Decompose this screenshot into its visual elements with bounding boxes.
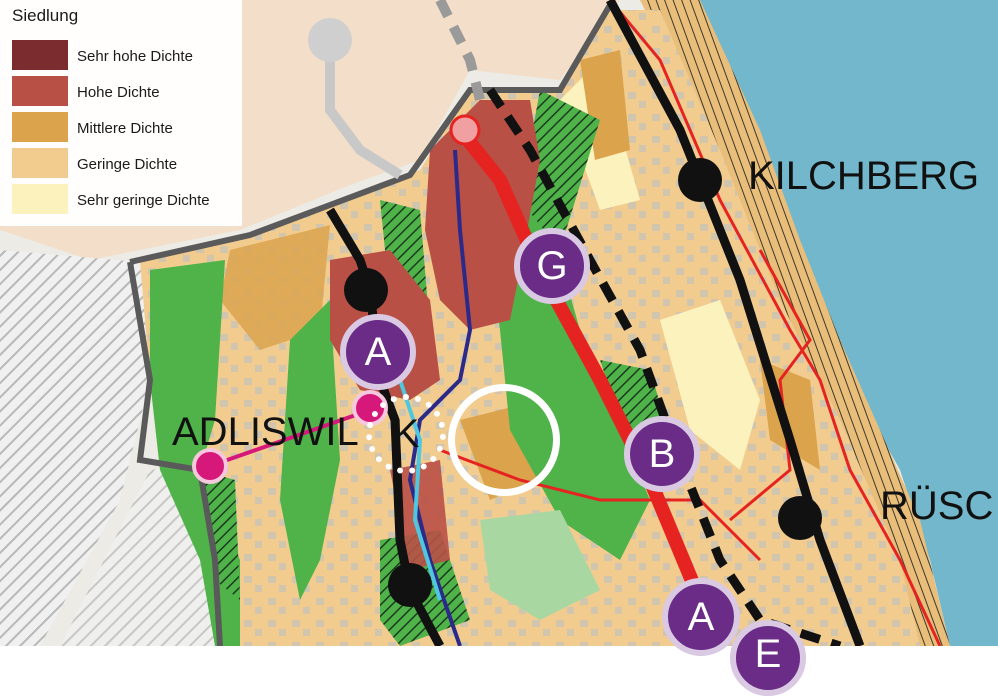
red-node	[449, 114, 481, 146]
legend-swatch	[12, 148, 68, 178]
medium-density-area	[220, 225, 330, 350]
forest-hatched-5	[200, 470, 240, 600]
red-road-east	[608, 0, 942, 646]
legend-label: Sehr geringe Dichte	[77, 192, 210, 209]
forest-center	[280, 300, 340, 600]
legend-item-low-density: Geringe Dichte	[12, 148, 242, 180]
legend-label: Sehr hohe Dichte	[77, 48, 193, 65]
station-kilchberg	[678, 158, 722, 202]
legend-swatch	[12, 184, 68, 214]
marker-a-bottom[interactable]: A	[662, 578, 740, 656]
station-west-north	[344, 268, 388, 312]
marker-g[interactable]: G	[514, 228, 590, 304]
forest-hatched-1	[520, 90, 600, 250]
legend-title: Siedlung	[12, 6, 79, 25]
green-area-bottom	[480, 510, 600, 620]
station-ruesc	[778, 496, 822, 540]
station-west-south	[388, 563, 432, 607]
highlight-ring	[448, 384, 560, 496]
legend-label: Geringe Dichte	[77, 156, 178, 173]
place-label-kilchberg: KILCHBERG	[748, 154, 980, 198]
legend-swatch	[12, 40, 68, 70]
marker-b[interactable]: B	[624, 416, 700, 492]
legend-item-very-low-density: Sehr geringe Dichte	[12, 184, 242, 216]
gray-road	[325, 40, 403, 180]
gray-road-node	[308, 18, 352, 62]
dashed-railway	[486, 87, 842, 646]
railway-east	[606, 0, 865, 646]
municipal-boundary-west	[127, 261, 223, 646]
dashed-gray-road	[435, 0, 485, 102]
place-label-adliswil: ADLISWIL	[172, 410, 359, 454]
legend-item-very-high-density: Sehr hohe Dichte	[12, 40, 242, 72]
stream	[407, 149, 473, 646]
legend-swatch	[12, 112, 68, 142]
hatched-area-left	[0, 250, 150, 646]
shoreline	[640, 0, 950, 646]
marker-a-top[interactable]: A	[340, 314, 416, 390]
legend-item-medium-density: Mittlere Dichte	[12, 112, 242, 144]
legend: Siedlung Sehr hohe Dichte Hohe Dichte Mi…	[0, 0, 242, 226]
legend-label: Hohe Dichte	[77, 84, 160, 101]
place-label-ruesc: RÜSC	[880, 484, 994, 528]
legend-swatch	[12, 76, 68, 106]
map-canvas	[0, 0, 998, 646]
legend-item-high-density: Hohe Dichte	[12, 76, 242, 108]
magenta-station-west	[192, 448, 228, 484]
very-low-density-area-2	[660, 300, 760, 470]
magenta-line	[209, 408, 371, 468]
legend-label: Mittlere Dichte	[77, 120, 173, 137]
municipal-boundary	[129, 3, 613, 265]
marker-e-partial[interactable]: E	[730, 620, 806, 696]
marker-k[interactable]: K	[366, 394, 446, 474]
red-road-loop	[729, 249, 812, 522]
